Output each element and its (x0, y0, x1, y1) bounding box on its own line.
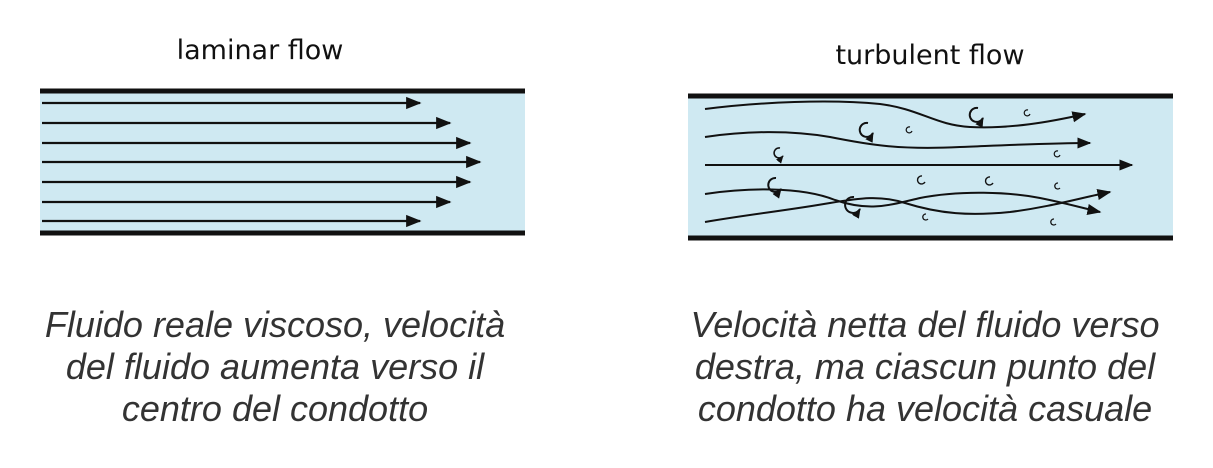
laminar-pipe (40, 88, 525, 236)
turbulent-caption: Velocità netta del fluido verso destra, … (665, 304, 1185, 430)
laminar-caption: Fluido reale viscoso, velocità del fluid… (20, 304, 530, 430)
turbulent-pipe (688, 93, 1173, 241)
eddy-icon (1053, 150, 1061, 158)
eddy-icon (767, 176, 782, 199)
streamline (704, 188, 1102, 216)
laminar-caption-line: del fluido aumenta verso il (65, 346, 485, 387)
eddy-icon (922, 213, 929, 221)
streamline (704, 131, 1092, 149)
turbulent-caption-line: condotto ha velocità casuale (697, 388, 1153, 429)
turbulent-caption-line: Velocità netta del fluido verso (690, 304, 1160, 345)
laminar-caption-line: Fluido reale viscoso, velocità (44, 304, 506, 345)
eddy-icon (905, 126, 913, 134)
eddy-icon (916, 175, 926, 185)
eddy-icon (984, 176, 994, 186)
eddy-icon (968, 106, 984, 128)
eddy-icon (1050, 218, 1057, 226)
eddy-icon (858, 121, 874, 143)
laminar-flow-title: laminar flow (176, 35, 344, 66)
laminar-caption-line: centro del condotto (121, 388, 429, 429)
streamline (704, 100, 1087, 129)
eddy-icon (844, 195, 861, 219)
turbulent-flow-title: turbulent flow (835, 40, 1025, 71)
streamline (704, 188, 1112, 223)
eddy-icon (1054, 182, 1061, 190)
eddy-icon (773, 147, 784, 164)
eddy-icon (1023, 109, 1031, 117)
turbulent-caption-line: destra, ma ciascun punto del (694, 346, 1156, 387)
